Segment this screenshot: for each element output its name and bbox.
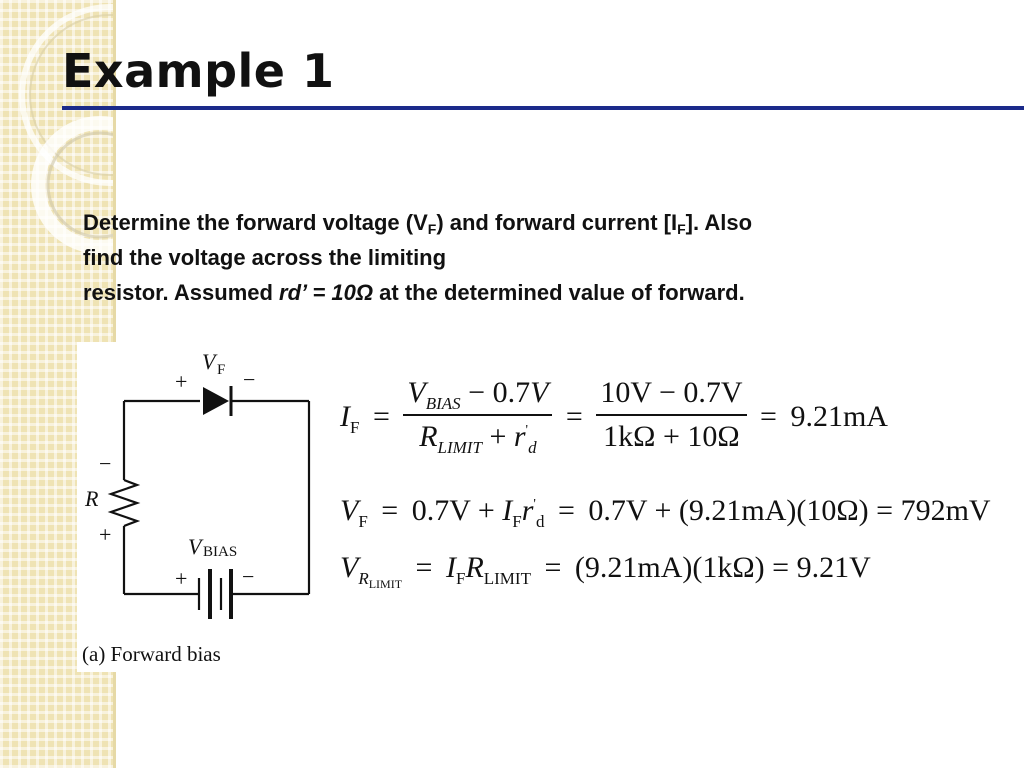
battery-plus-label: + bbox=[175, 566, 187, 591]
equation-forward-voltage: VF = 0.7V + IFr'd = 0.7V + (9.21mA)(10Ω)… bbox=[340, 494, 991, 531]
vf-label-sub: F bbox=[217, 362, 225, 378]
title-underline bbox=[62, 106, 1024, 110]
forward-current-result: 9.21mA bbox=[790, 399, 888, 433]
diode-triangle bbox=[203, 387, 229, 415]
resistor-voltage-result: (9.21mA)(1kΩ) = 9.21V bbox=[574, 551, 871, 584]
problem-line-3: resistor. Assumed rd’ = 10Ω at the deter… bbox=[83, 280, 745, 305]
resistor-zigzag bbox=[107, 478, 141, 528]
resistor-plus-label: + bbox=[99, 522, 111, 547]
figure-caption: (a) Forward bias bbox=[82, 642, 221, 666]
circuit-diagram: V F + − R − + V BIAS + − bbox=[84, 349, 311, 619]
equation-forward-current: IF = VBIAS − 0.7V RLIMIT + r'd = 10V − 0… bbox=[340, 376, 888, 457]
vbias-label: V bbox=[188, 534, 204, 559]
resistor-minus-label: − bbox=[99, 451, 111, 476]
resistor-label: R bbox=[84, 486, 99, 511]
swirl-decoration bbox=[19, 4, 113, 254]
fraction-numeric: 10V − 0.7V 1kΩ + 10Ω bbox=[596, 376, 747, 454]
problem-statement: Determine the forward voltage (VF) and f… bbox=[83, 205, 983, 310]
slide-title: Example 1 bbox=[62, 44, 335, 98]
equation-resistor-voltage: VRLIMIT = IFRLIMIT = (9.21mA)(1kΩ) = 9.2… bbox=[340, 551, 871, 591]
vf-label: V bbox=[202, 349, 218, 374]
diode-plus-label: + bbox=[175, 369, 187, 394]
battery-minus-label: − bbox=[242, 564, 254, 589]
vbias-label-sub: BIAS bbox=[203, 544, 237, 560]
diode-minus-label: − bbox=[243, 367, 255, 392]
problem-line-1: Determine the forward voltage (VF) and f… bbox=[83, 210, 753, 237]
forward-voltage-result: 0.7V + (9.21mA)(10Ω) = 792mV bbox=[588, 494, 991, 527]
fraction-symbolic: VBIAS − 0.7V RLIMIT + r'd bbox=[403, 376, 553, 456]
problem-line-2: find the voltage across the limiting bbox=[83, 245, 447, 270]
